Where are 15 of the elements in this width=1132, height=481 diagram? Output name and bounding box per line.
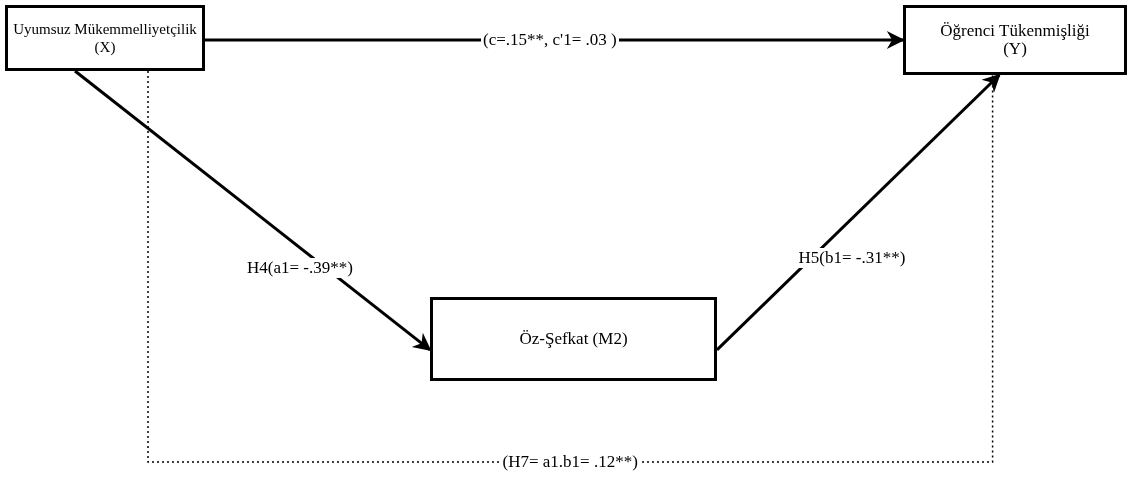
- dotted-connector: [147, 70, 994, 463]
- variable-name: Öğrenci Tükenmişliği: [940, 22, 1090, 40]
- variable-name: Uyumsuz Mükemmelliyetçilik: [13, 20, 197, 38]
- variable-box: [903, 5, 1127, 75]
- arrow: [715, 73, 1001, 351]
- edge-label: H4(a1= -.39**): [245, 258, 355, 278]
- variable-symbol: (Y): [1003, 40, 1027, 58]
- variable-symbol: (X): [94, 38, 116, 56]
- variable-box: [5, 5, 205, 71]
- edge-label: H5(b1= -.31**): [796, 248, 908, 268]
- variable-box: [430, 297, 717, 381]
- edge-label: (c=.15**, c'1= .03 ): [481, 30, 619, 50]
- variable-name: Öz-Şefkat (M2): [519, 330, 628, 348]
- edge-label: (H7= a1.b1= .12**): [500, 452, 640, 472]
- arrow: [74, 69, 432, 352]
